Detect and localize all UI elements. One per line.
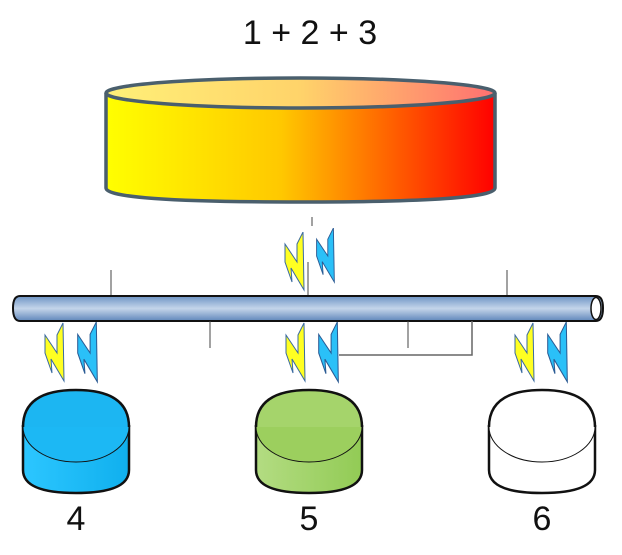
lightning-bolt-icon [284, 232, 305, 291]
node-5-cylinder [254, 388, 364, 495]
diagram-title: 1 + 2 + 3 [242, 14, 378, 52]
lightning-bolt-icon [285, 322, 306, 382]
node-label-6: 6 [532, 500, 552, 538]
node-label-5: 5 [299, 500, 319, 538]
lightning-bolt-icon [547, 322, 568, 383]
node-6-cylinder [487, 388, 597, 495]
lightning-bolt-icon [318, 322, 339, 383]
lightning-bolt-icon [44, 322, 65, 382]
combined-storage-cylinder [104, 76, 497, 204]
pipe-bus-icon [11, 295, 605, 322]
lightning-bolt-icon [316, 228, 335, 283]
lightning-bolt-icon [514, 322, 535, 382]
link-line [339, 321, 473, 356]
node-label-4: 4 [66, 500, 86, 538]
node-4-cylinder [21, 388, 131, 495]
lightning-bolt-icon [77, 322, 98, 383]
